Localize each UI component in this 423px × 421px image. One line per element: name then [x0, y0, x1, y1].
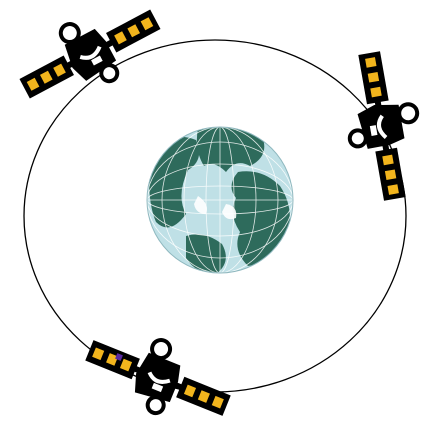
globe-icon — [147, 124, 293, 274]
satellite-icon — [336, 47, 423, 205]
satellite-icon — [7, 0, 171, 119]
satellite-icon — [77, 316, 241, 421]
